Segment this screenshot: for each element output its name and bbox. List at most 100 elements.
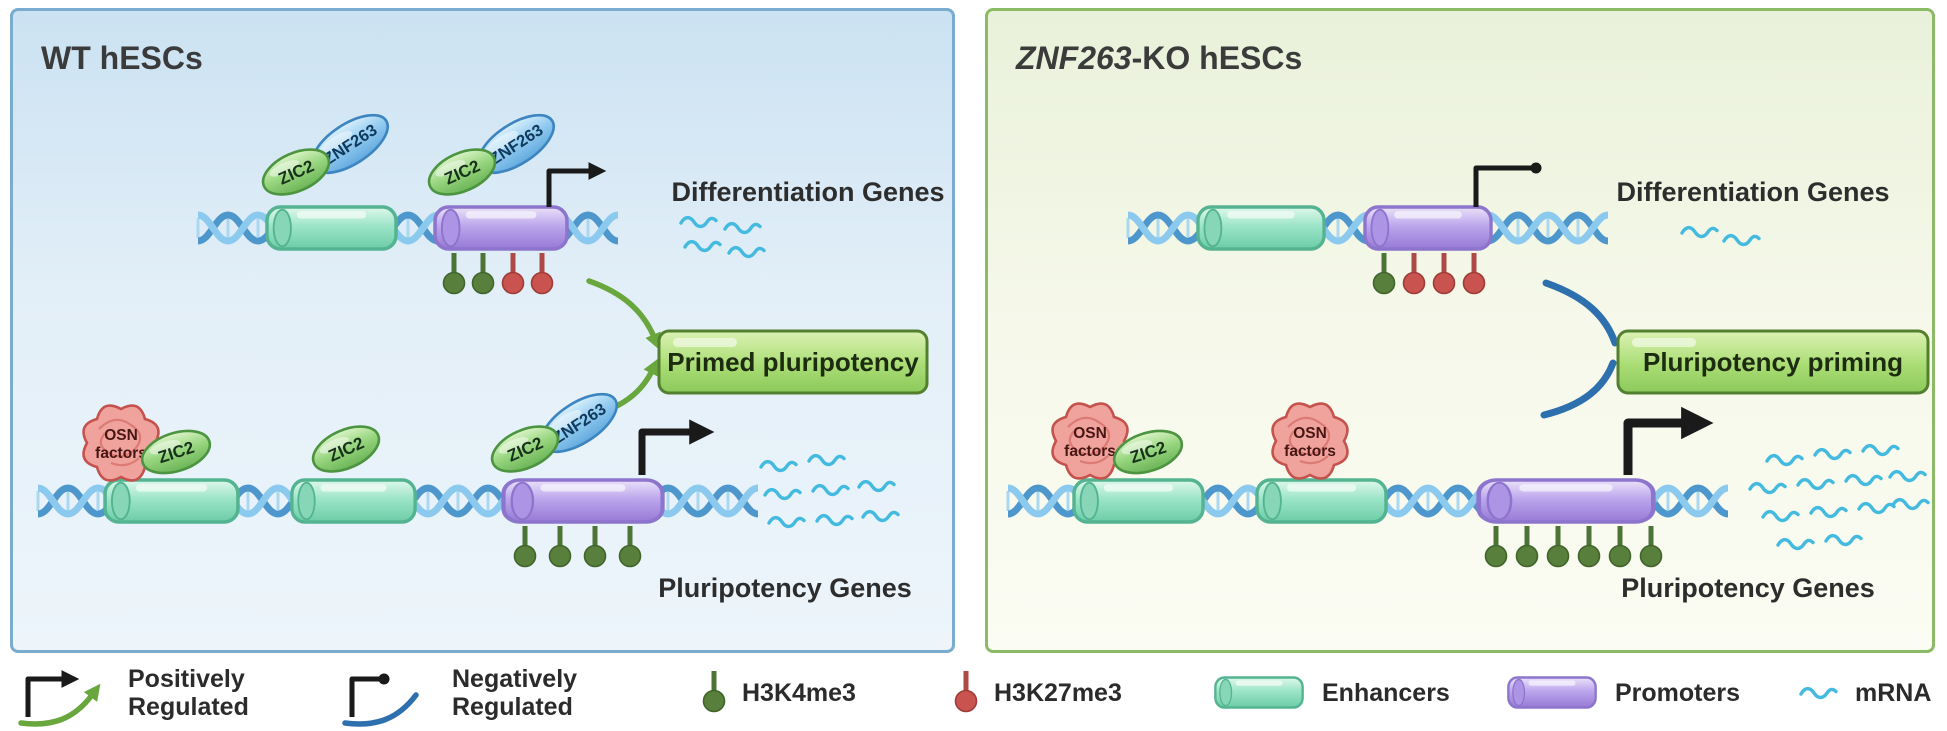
h3k27me3-icon	[1464, 253, 1485, 294]
mrna-icon	[807, 453, 846, 467]
h3k4me3-icon	[473, 253, 494, 294]
enhancer-cylinder	[1255, 478, 1388, 524]
positively-regulated-icon	[18, 670, 101, 727]
mrna-icon	[1796, 477, 1835, 491]
differentiation-genes-label: Differentiation Genes	[1616, 177, 1889, 207]
legend-item-mrna: mRNA	[1797, 655, 1931, 731]
mrna-icon	[1680, 225, 1719, 239]
mrna-icon	[1813, 447, 1852, 461]
mrna-squiggles	[1680, 225, 1761, 247]
mrna-icon	[727, 245, 766, 259]
h3k27me3-icon	[952, 663, 980, 723]
ko-panel-canvas: ZNF263-KO hESCs Differentiation Genes	[988, 40, 1930, 603]
ko-title-suffix: -KO hESCs	[1132, 40, 1303, 76]
h3k27me3-icon	[503, 253, 524, 294]
outcome-box-primed-pluripotency: Primed pluripotency	[657, 329, 929, 395]
mrna-icon	[1748, 481, 1787, 495]
pluripotency-genes-label: Pluripotency Genes	[658, 573, 912, 603]
histone-marks	[515, 526, 641, 567]
mrna-icon	[1799, 686, 1838, 700]
h3k4me3-icon	[1641, 526, 1662, 567]
outcome-label: Primed pluripotency	[667, 347, 919, 377]
mrna-icon	[1861, 443, 1900, 457]
wt-panel-title: WT hESCs	[41, 40, 203, 76]
promoter-cylinder	[1479, 480, 1654, 522]
h3k4me3-icon	[1486, 526, 1507, 567]
h3k27me3-icon	[1434, 253, 1455, 294]
outcome-label: Pluripotency priming	[1643, 347, 1903, 377]
promoter-cylinder	[1363, 205, 1493, 251]
mrna-icon	[1824, 533, 1863, 547]
blocked-transcription-arrow-icon	[1473, 162, 1542, 207]
histone-marks	[444, 253, 553, 294]
promoter-icon	[1507, 676, 1597, 709]
osn-factors-blob	[1271, 402, 1349, 480]
panel-znf263-ko-hescs: ZNF263-KO hESCs Differentiation Genes	[985, 8, 1935, 653]
h3k4me3-icon	[515, 526, 536, 567]
promoter-cylinder	[433, 205, 569, 251]
mrna-icon	[857, 479, 896, 493]
legend-item-h3k27me3: H3K27me3	[952, 655, 1122, 731]
legend-label: mRNA	[1855, 679, 1932, 707]
legend-label: Negatively Regulated	[452, 665, 578, 721]
ko-panel-title: ZNF263-KO hESCs	[1015, 40, 1302, 76]
enhancer-cylinder	[265, 205, 398, 251]
transcription-arrow-icon	[546, 162, 607, 207]
legend-label: H3K4me3	[742, 679, 856, 707]
differentiation-genes-label: Differentiation Genes	[671, 177, 944, 207]
h3k4me3-icon	[1610, 526, 1631, 567]
ko-title-gene: ZNF263	[1015, 40, 1132, 76]
mrna-squiggles	[679, 215, 766, 259]
mrna-icon	[1776, 537, 1815, 551]
zic2-oval	[304, 416, 388, 482]
wt-differentiation-locus: Differentiation Genes	[198, 102, 945, 294]
enhancer-cylinder	[290, 478, 417, 524]
negative-curve-icon	[1540, 359, 1617, 419]
outcome-box-pluripotency-priming: Pluripotency priming	[1616, 329, 1930, 395]
h3k4me3-icon	[1548, 526, 1569, 567]
enhancer-cylinder	[103, 478, 240, 524]
h3k4me3-icon	[1517, 526, 1538, 567]
legend-label: Promoters	[1615, 679, 1741, 707]
enhancer-icon	[1214, 676, 1304, 709]
h3k4me3-icon	[444, 253, 465, 294]
h3k4me3-icon	[700, 663, 728, 723]
positive-arrow-icon	[586, 278, 661, 350]
mrna-icon	[1857, 501, 1896, 515]
wt-panel-canvas: WT hESCs Differentiatio	[13, 40, 945, 603]
wt-pluripotency-locus: Pluripotency Genes	[38, 381, 912, 603]
legend-label: Positively Regulated	[128, 665, 249, 721]
mrna-icon	[1761, 509, 1800, 523]
transcription-arrow-icon	[638, 419, 715, 475]
h3k4me3-icon	[585, 526, 606, 567]
mrna-icon	[1891, 497, 1930, 511]
enhancer-cylinder	[1072, 478, 1205, 524]
promoter-cylinder	[503, 480, 662, 522]
mrna-icon	[767, 515, 806, 529]
h3k4me3-icon	[620, 526, 641, 567]
panel-wt-hescs: WT hESCs Differentiatio	[10, 8, 955, 653]
legend-item-promoters: Promoters	[1505, 655, 1740, 731]
h3k27me3-icon	[1404, 253, 1425, 294]
mrna-squiggles	[759, 453, 900, 529]
mrna-icon	[1765, 453, 1804, 467]
mrna-icon	[759, 459, 798, 473]
mrna-icon	[1844, 473, 1883, 487]
histone-marks	[1374, 253, 1485, 294]
h3k27me3-icon	[532, 253, 553, 294]
legend-label: Enhancers	[1322, 679, 1450, 707]
ko-pluripotency-locus: Pluripotency Genes	[1008, 402, 1930, 603]
mrna-icon	[815, 513, 854, 527]
pluripotency-genes-label: Pluripotency Genes	[1621, 573, 1875, 603]
transcription-arrow-icon	[1623, 406, 1714, 475]
negative-curve-icon	[1542, 279, 1619, 347]
mrna-icon	[1888, 469, 1927, 483]
enhancer-cylinder	[1196, 205, 1326, 251]
mrna-icon	[679, 215, 718, 229]
legend-item-enhancers: Enhancers	[1212, 655, 1450, 731]
ko-differentiation-locus: Differentiation Genes	[1128, 162, 1890, 294]
mrna-icon	[763, 487, 802, 501]
mrna-icon	[1722, 233, 1761, 247]
mrna-icon	[811, 483, 850, 497]
